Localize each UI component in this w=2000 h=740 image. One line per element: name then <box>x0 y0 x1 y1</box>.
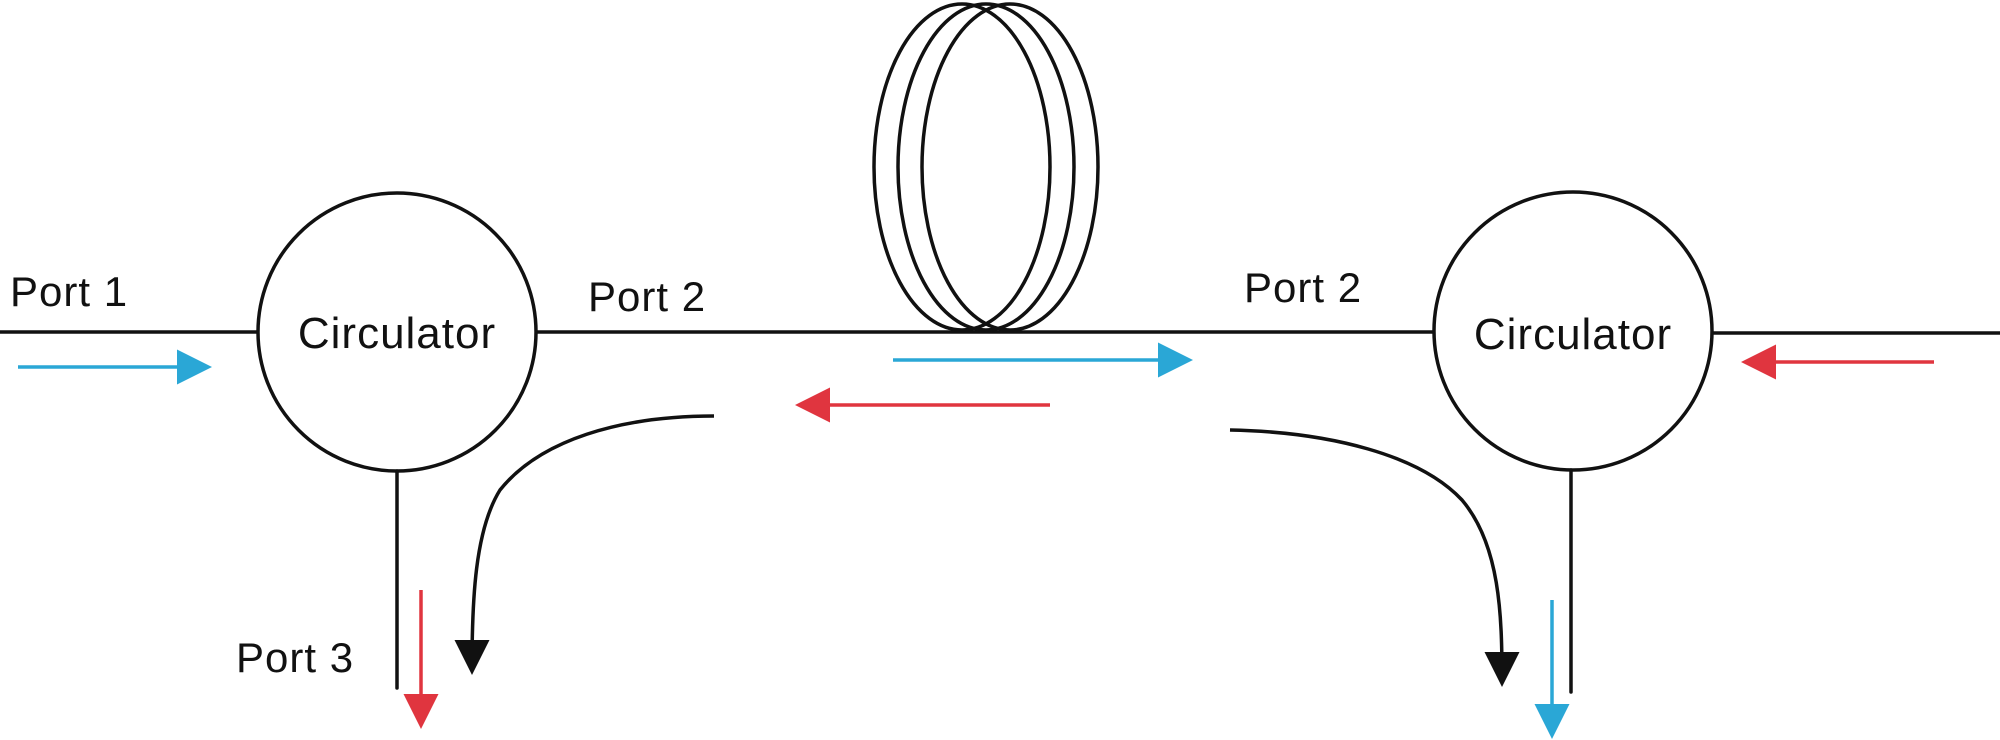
right-port-2-label: Port 2 <box>1244 264 1362 311</box>
left-circulator-label: Circulator <box>298 309 496 358</box>
left-port-3-label: Port 3 <box>236 634 354 681</box>
right-circulator-label: Circulator <box>1474 310 1672 359</box>
left-port-1-label: Port 1 <box>10 268 128 315</box>
left-port-2-label: Port 2 <box>588 273 706 320</box>
right-circulator <box>1432 190 1714 472</box>
fiber-coil-icon <box>872 2 1100 332</box>
left-curved-arrow-icon <box>454 414 715 675</box>
right-curved-arrow-icon <box>1229 428 1520 687</box>
